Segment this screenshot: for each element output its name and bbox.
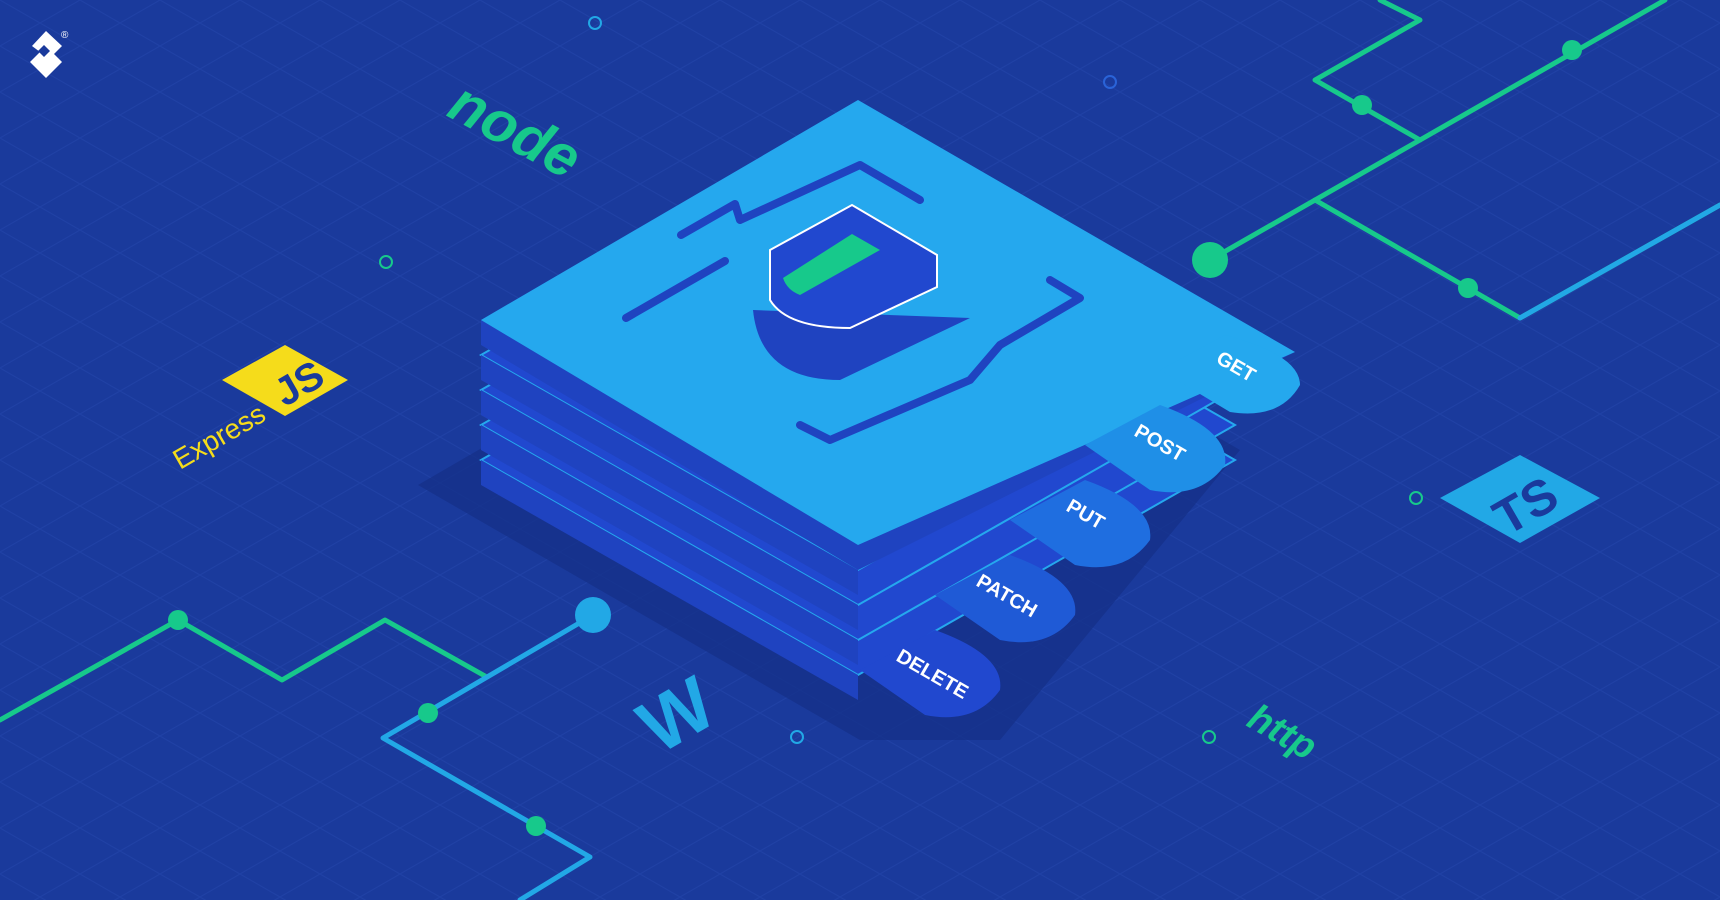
method-tab-delete[interactable]: DELETE: [860, 630, 1001, 718]
method-tab-put[interactable]: PUT: [1010, 480, 1151, 568]
method-tab-get[interactable]: GET: [1160, 335, 1300, 414]
method-tab-patch[interactable]: PATCH: [935, 555, 1076, 643]
toptal-logo-icon[interactable]: ®: [30, 30, 69, 78]
circuit-terminal-cyan: [575, 597, 611, 633]
decorative-dots: [379, 16, 1423, 744]
api-top-layer: [481, 100, 1295, 570]
circuit-terminal-large: [1192, 242, 1228, 278]
circuit-lines-bottom-left: [0, 612, 596, 900]
shield-icon: [769, 203, 938, 330]
circuit-nodes-top-right: [1192, 40, 1582, 298]
method-tabs: GET POST PUT PATCH DELETE: [860, 335, 1300, 718]
circuit-nodes-bottom-left: [168, 597, 611, 836]
circuit-lines-top-right: [1207, 0, 1720, 321]
method-tab-post[interactable]: POST: [1085, 405, 1226, 493]
registered-mark: ®: [61, 30, 69, 41]
